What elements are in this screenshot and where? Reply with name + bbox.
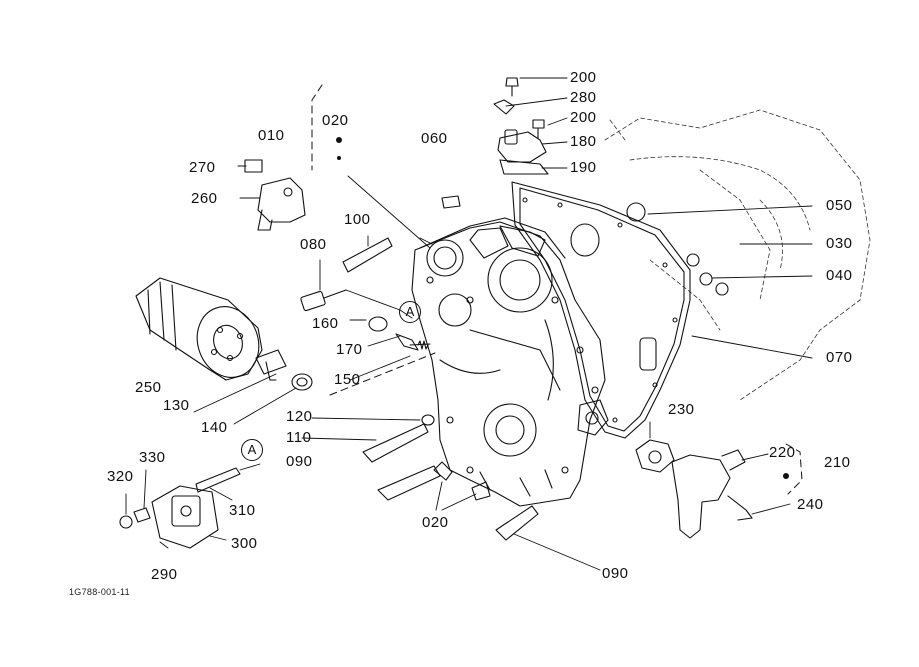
assembly-brackets (311, 84, 803, 495)
top-fitting-parts (493, 77, 549, 175)
part-label-320: 320 (107, 468, 134, 485)
ref-dots (336, 137, 789, 479)
part-label-020: 020 (322, 112, 349, 129)
part-label-280: 280 (570, 89, 597, 106)
part-label-020: 020 (422, 514, 449, 531)
engine-block-phantom (604, 109, 871, 401)
part-label-070: 070 (826, 349, 853, 366)
part-label-080: 080 (300, 236, 327, 253)
oil-cooler-cover (119, 467, 241, 549)
part-label-260: 260 (191, 190, 218, 207)
part-label-010: 010 (258, 127, 285, 144)
part-label-030: 030 (826, 235, 853, 252)
part-label-120: 120 (286, 408, 313, 425)
part-label-100: 100 (344, 211, 371, 228)
reference-mark-a: A (399, 301, 421, 323)
gear-case-body (411, 217, 609, 507)
part-label-090: 090 (286, 453, 313, 470)
part-label-210: 210 (824, 454, 851, 471)
part-label-250: 250 (135, 379, 162, 396)
bolts-left (300, 195, 461, 351)
part-label-130: 130 (163, 397, 190, 414)
part-label-290: 290 (151, 566, 178, 583)
part-label-200: 200 (570, 109, 597, 126)
bolts-lower (362, 414, 539, 541)
part-label-090: 090 (602, 565, 629, 582)
part-label-330: 330 (139, 449, 166, 466)
part-label-140: 140 (201, 419, 228, 436)
gear-case-gasket (511, 181, 691, 439)
part-label-270: 270 (189, 159, 216, 176)
part-label-190: 190 (570, 159, 597, 176)
part-label-240: 240 (797, 496, 824, 513)
leader-lines (125, 77, 813, 571)
part-label-200: 200 (570, 69, 597, 86)
water-flange (635, 439, 753, 539)
part-label-220: 220 (769, 444, 796, 461)
part-label-150: 150 (334, 371, 361, 388)
reference-mark-a: A (241, 439, 263, 461)
part-label-230: 230 (668, 401, 695, 418)
o-rings (626, 202, 729, 296)
part-label-170: 170 (336, 341, 363, 358)
sensor-bracket (244, 159, 306, 231)
part-label-310: 310 (229, 502, 256, 519)
part-label-110: 110 (286, 429, 312, 446)
part-label-300: 300 (231, 535, 258, 552)
part-label-160: 160 (312, 315, 339, 332)
part-label-040: 040 (826, 267, 853, 284)
drawing-code: 1G788-001-11 (69, 587, 130, 597)
part-label-050: 050 (826, 197, 853, 214)
part-label-180: 180 (570, 133, 597, 150)
part-label-060: 060 (421, 130, 448, 147)
oil-filter (135, 277, 313, 391)
